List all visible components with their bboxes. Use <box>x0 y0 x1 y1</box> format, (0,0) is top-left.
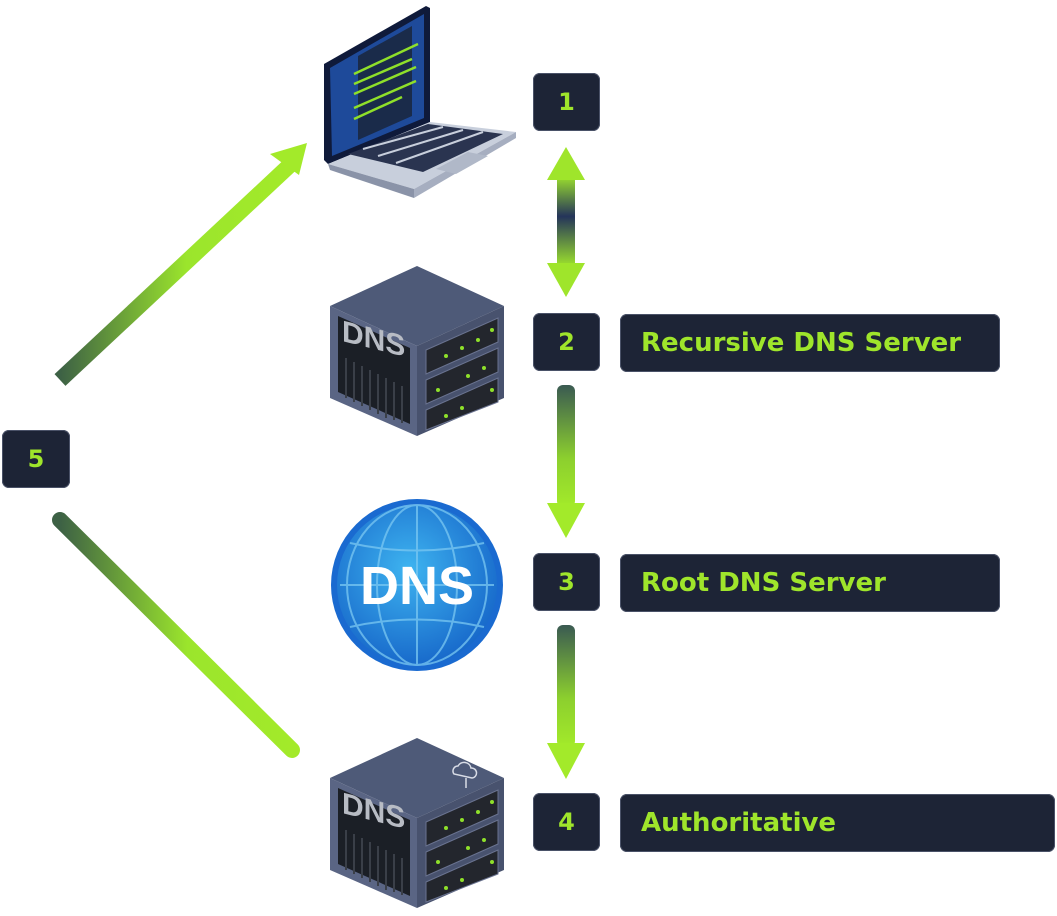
dns-server-cloud-icon: DNS <box>330 738 504 908</box>
step-badge-1: 1 <box>533 73 600 131</box>
step-badge-5: 5 <box>2 430 70 488</box>
laptop-icon <box>324 6 516 198</box>
line-authoritative-step5 <box>52 512 300 758</box>
label-authoritative: Authoritative <box>620 794 1055 852</box>
step-badge-3: 3 <box>533 553 600 611</box>
dns-server-icon: DNS <box>330 266 504 436</box>
label-root-dns-server: Root DNS Server <box>620 554 1000 612</box>
step-badge-2: 2 <box>533 313 600 371</box>
arrow-step3-step4 <box>547 625 585 779</box>
arrow-step2-step3 <box>547 385 585 538</box>
dns-globe-icon: DNS <box>331 499 503 671</box>
cloud-icon <box>452 761 478 788</box>
dns-globe-label: DNS <box>360 556 474 616</box>
arrow-step1-step2 <box>547 147 585 297</box>
step-badge-4: 4 <box>533 793 600 851</box>
arrow-step5-laptop <box>54 143 307 386</box>
label-recursive-dns-server: Recursive DNS Server <box>620 314 1000 372</box>
